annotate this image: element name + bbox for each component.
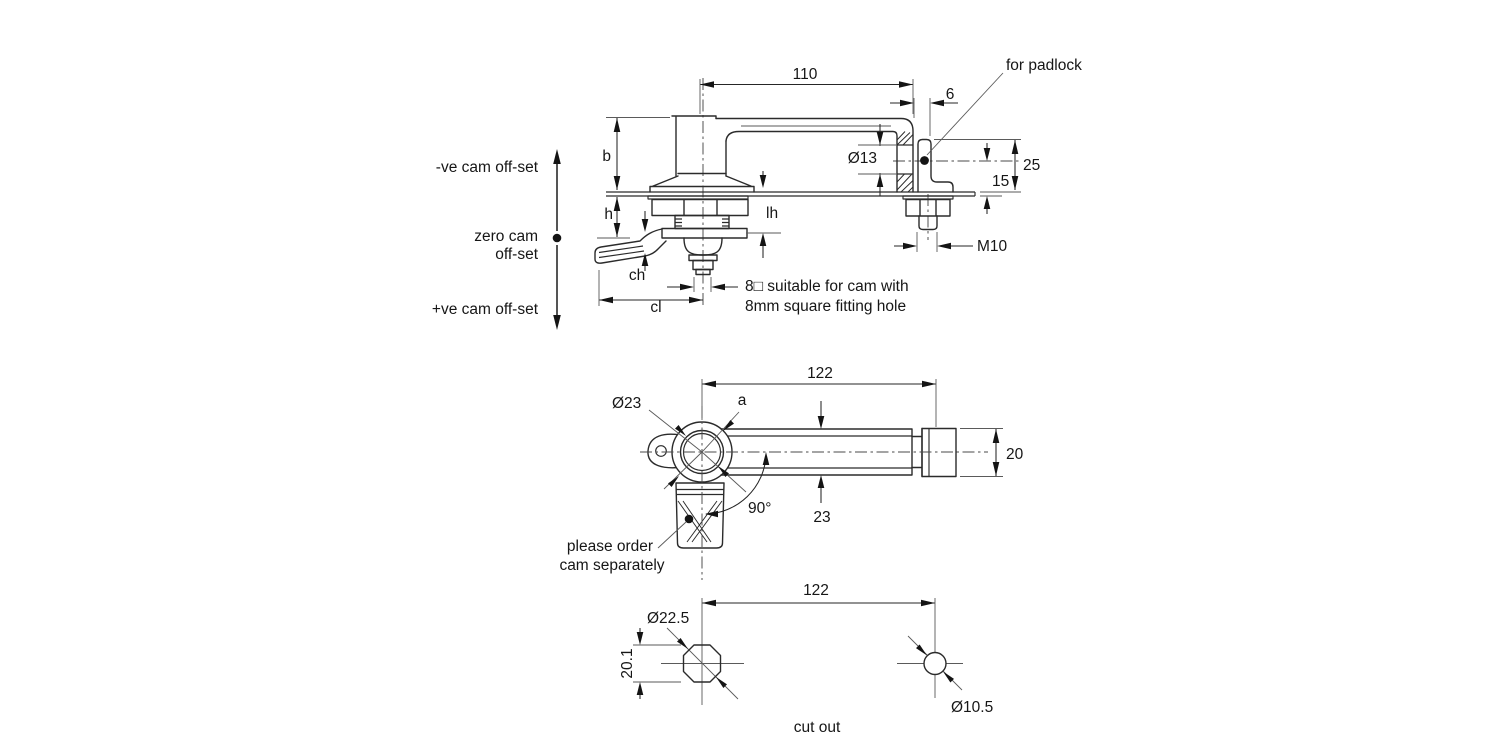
dim-ch: ch [629, 211, 649, 284]
cam-lever [594, 228, 667, 264]
lock-body-and-handle [649, 115, 914, 193]
dim-cl-label: cl [650, 299, 661, 316]
offset-range-arrow [552, 149, 562, 330]
bracket-nut [902, 195, 954, 231]
dim-dia22-5-label: Ø22.5 [647, 610, 689, 627]
neg-cam-offset-label: -ve cam off-set [436, 159, 539, 176]
dim-cl: cl [598, 270, 703, 316]
dim-110-label: 110 [793, 66, 818, 83]
dim-20-1-label: 20.1 [619, 648, 636, 678]
dim-20-1: 20.1 [619, 628, 681, 699]
dim-b: b [602, 117, 670, 190]
padlock-callout: for padlock [926, 57, 1082, 156]
dim-20-label: 20 [1006, 446, 1024, 463]
arm-section-hatch [896, 131, 914, 193]
body-fixing-nut [647, 195, 749, 239]
padlock-hole-dot [920, 156, 929, 165]
handle-grip [921, 427, 957, 478]
dim-h: h [597, 197, 630, 239]
panel-extension-lines [980, 191, 1021, 197]
cam-offset-legend: -ve cam off-set zero cam off-set +ve cam… [432, 149, 562, 330]
cam-note-line1: 8□ suitable for cam with [745, 278, 909, 295]
dim-6: 6 [890, 86, 958, 136]
dim-6-label: 6 [946, 86, 955, 103]
padlock-hole-edges [897, 144, 913, 175]
dim-b-label: b [602, 148, 611, 165]
dim-m10: M10 [894, 232, 1008, 255]
dim-dia23: Ø23 [612, 395, 747, 493]
handle-arm-plan [720, 427, 957, 478]
cam-plan [675, 482, 725, 549]
dim-15-label: 15 [992, 173, 1009, 190]
cutout-view-drawing: 122 Ø22.5 20.1 Ø10.5 [619, 582, 993, 736]
cutout-caption: cut out [794, 719, 841, 736]
dim-lh: lh [746, 171, 781, 258]
dim-a-label: a [738, 392, 747, 409]
dim-90deg: 90° [705, 452, 771, 518]
padlock-bracket [917, 138, 954, 193]
dim-lh-label: lh [766, 205, 778, 222]
side-view-drawing: -ve cam off-set zero cam off-set +ve cam… [432, 57, 1082, 330]
dim-122-plan: 122 [701, 365, 937, 427]
dim-dia10-5-label: Ø10.5 [951, 699, 993, 716]
dim-ch-label: ch [629, 267, 645, 284]
dim-a: a [663, 392, 747, 490]
round-cutout: Ø10.5 [897, 598, 993, 716]
dim-dia13-label: Ø13 [848, 150, 877, 167]
dim-23: 23 [813, 401, 831, 526]
dim-dia23-label: Ø23 [612, 395, 641, 412]
dim-20: 20 [960, 428, 1024, 477]
cam-callout-dot [684, 514, 694, 524]
dim-122-plan-label: 122 [807, 365, 833, 382]
cam-order-note-line2: cam separately [559, 557, 664, 574]
square-spindle-end [692, 259, 714, 271]
spindle [683, 237, 723, 276]
cam-order-note-line1: please order [567, 538, 653, 555]
for-padlock-label: for padlock [1006, 57, 1082, 74]
dim-25-label: 25 [1023, 157, 1040, 174]
plan-view-drawing: 122 Ø23 a 23 20 [559, 365, 1024, 580]
dim-122-cutout-label: 122 [803, 582, 829, 599]
mounting-panel [606, 191, 976, 197]
dim-h-label: h [604, 206, 613, 223]
dim-23-label: 23 [813, 509, 830, 526]
cam-note-line2: 8mm square fitting hole [745, 298, 906, 315]
dim-110: 110 [699, 66, 914, 114]
dim-90deg-label: 90° [748, 500, 771, 517]
zero-cam-offset-label-line1: zero cam [474, 228, 538, 245]
square-cutout: Ø22.5 20.1 [619, 598, 744, 705]
cam-order-callout: please order cam separately [559, 514, 694, 574]
dim-122-cutout: 122 [702, 582, 935, 607]
dim-8-square: 8□ suitable for cam with 8mm square fitt… [667, 277, 909, 315]
dim-dia13: Ø13 [848, 124, 897, 196]
zero-offset-dot [552, 233, 562, 243]
dim-25: 25 [934, 139, 1040, 190]
zero-cam-offset-label-line2: off-set [495, 246, 538, 263]
dim-15: 15 [983, 143, 1009, 214]
pos-cam-offset-label: +ve cam off-set [432, 301, 539, 318]
dim-m10-label: M10 [977, 238, 1008, 255]
base-flange [649, 175, 755, 193]
cam-plate [661, 227, 748, 239]
